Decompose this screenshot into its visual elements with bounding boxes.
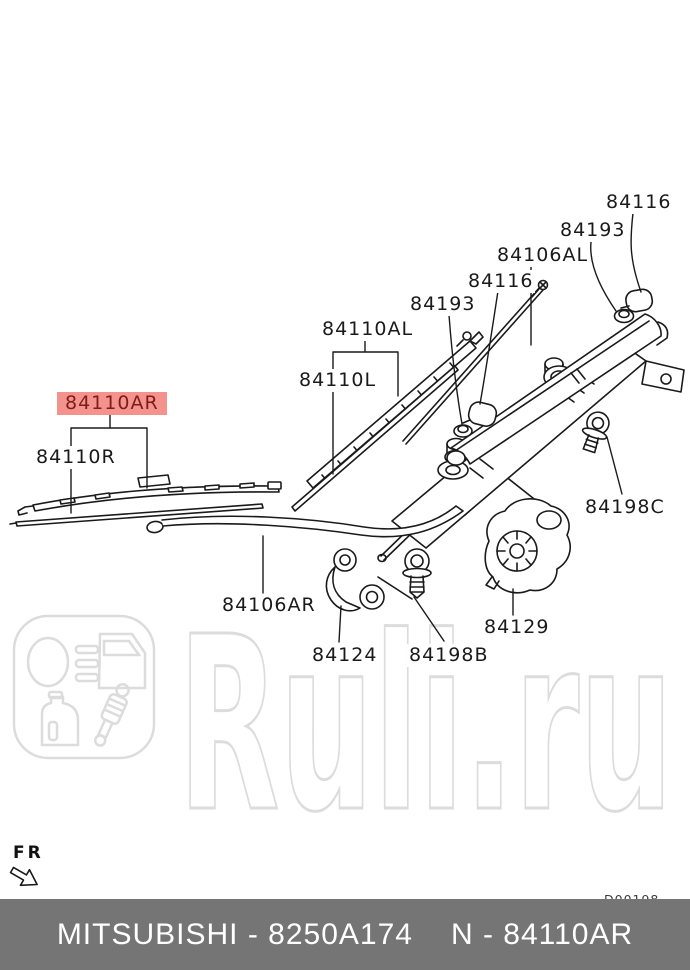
part-label-84110AR: 84110AR [57, 392, 167, 415]
part-label-84193: 84193 [408, 293, 478, 316]
fr-indicator: FR [13, 843, 44, 863]
fr-arrow-icon [9, 866, 38, 887]
right-wiper-arm [146, 505, 464, 538]
wiper-motor [484, 498, 571, 594]
car-door-icon [97, 632, 147, 690]
part-label-84198C: 84198C [583, 496, 667, 519]
label-brackets [70, 340, 399, 514]
left-pivot-nut [453, 424, 473, 438]
bolt-84198C [581, 411, 610, 454]
mount-bracket [325, 548, 385, 612]
footer-bar: MITSUBISHI - 8250A174 N - 84110AR [0, 899, 690, 970]
part-label-84110R: 84110R [34, 446, 118, 469]
footer-part-number: N - 84110AR [450, 917, 634, 951]
left-pivot-cap [462, 401, 498, 427]
headlight-icon [26, 636, 100, 688]
shock-absorber-icon [93, 682, 130, 747]
part-label-84129: 84129 [482, 616, 552, 639]
part-label-84106AR: 84106AR [220, 594, 318, 617]
part-label-84124: 84124 [310, 644, 380, 667]
part-label-84110AL: 84110AL [320, 318, 416, 341]
right-pivot-cap [620, 288, 654, 313]
left-wiper-blade [291, 279, 549, 512]
watermark-logo [12, 614, 156, 760]
part-label-84193: 84193 [558, 219, 628, 242]
watermark-text: Ruli.ru [178, 585, 673, 865]
part-label-84116: 84116 [466, 270, 536, 293]
footer-brand-part: MITSUBISHI - 8250A174 [56, 917, 413, 951]
left-wiper-arm [446, 313, 669, 466]
part-label-84198B: 84198B [407, 644, 491, 667]
part-label-84116: 84116 [604, 191, 674, 214]
right-wiper-blade [9, 474, 282, 527]
bolt-84198B [402, 548, 432, 599]
oil-jug-icon [40, 690, 80, 747]
part-label-84106AL: 84106AL [495, 244, 591, 267]
part-label-84110L: 84110L [297, 369, 379, 392]
right-pivot-nut [613, 308, 635, 324]
